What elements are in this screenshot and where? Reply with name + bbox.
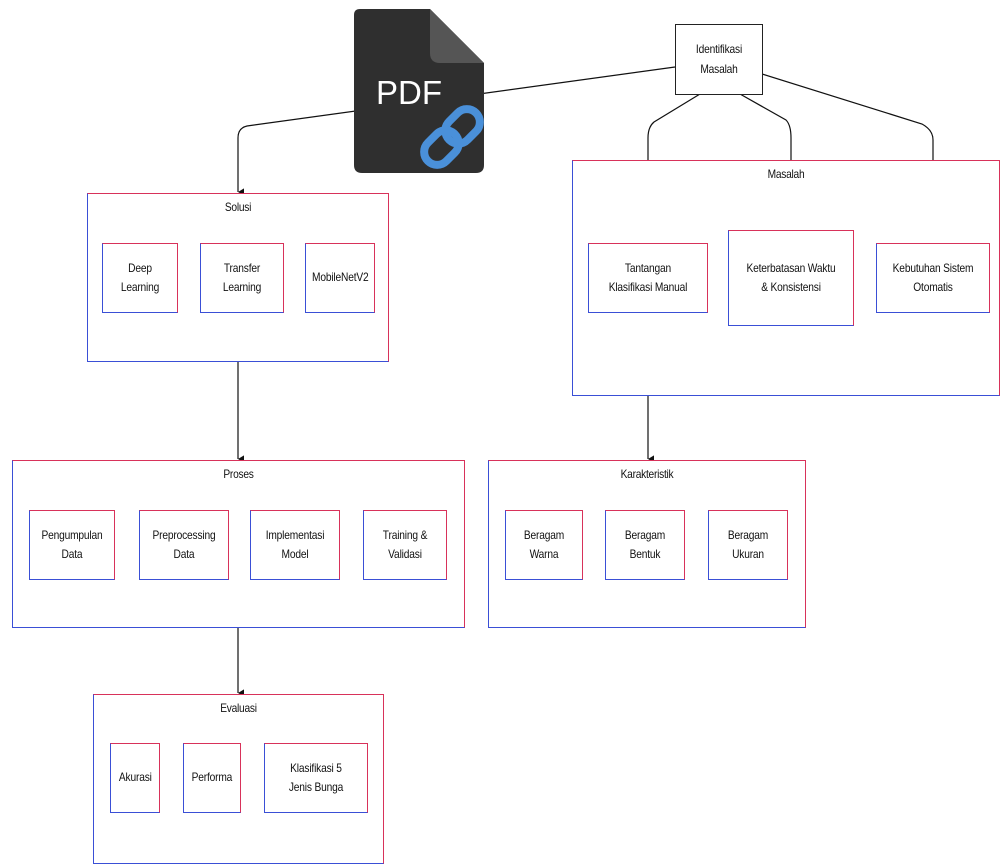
pdf-link-icon[interactable]: PDF — [354, 9, 484, 173]
root-node-label: Identifikasi Masalah — [695, 42, 743, 76]
group-karakteristik-title: Karakteristik — [620, 467, 674, 481]
node-preprocessing-data: Preprocessing Data — [139, 510, 229, 580]
group-masalah-title: Masalah — [767, 167, 805, 181]
pdf-badge-label: PDF — [376, 74, 442, 111]
group-proses-title: Proses — [223, 467, 254, 481]
node-klasifikasi-5-jenis-bunga: Klasifikasi 5 Jenis Bunga — [264, 743, 368, 813]
pdf-badge-fold — [430, 9, 484, 63]
connector-root-keterbatasan — [739, 93, 797, 233]
root-node-identifikasi-masalah: Identifikasi Masalah — [675, 24, 763, 95]
node-deep-learning: Deep Learning — [102, 243, 178, 313]
node-keterbatasan-waktu: Keterbatasan Waktu & Konsistensi — [728, 230, 854, 326]
link-chain-icon — [420, 105, 484, 169]
node-beragam-warna: Beragam Warna — [505, 510, 583, 580]
node-mobilenetv2: MobileNetV2 — [305, 243, 375, 313]
connector-root-solusi — [237, 66, 676, 196]
node-tantangan-klasifikasi-manual: Tantangan Klasifikasi Manual — [588, 243, 708, 313]
node-training-validasi: Training & Validasi — [363, 510, 447, 580]
node-implementasi-model: Implementasi Model — [250, 510, 340, 580]
node-transfer-learning: Transfer Learning — [200, 243, 284, 313]
group-evaluasi-title: Evaluasi — [220, 701, 257, 715]
group-solusi-title: Solusi — [224, 200, 252, 214]
connector-root-kebutuhan — [761, 73, 939, 246]
node-pengumpulan-data: Pengumpulan Data — [29, 510, 115, 580]
connector-root-tantangan — [647, 93, 701, 246]
node-akurasi: Akurasi — [110, 743, 160, 813]
node-performa: Performa — [183, 743, 241, 813]
node-kebutuhan-sistem-otomatis: Kebutuhan Sistem Otomatis — [876, 243, 990, 313]
node-beragam-bentuk: Beragam Bentuk — [605, 510, 685, 580]
node-beragam-ukuran: Beragam Ukuran — [708, 510, 788, 580]
